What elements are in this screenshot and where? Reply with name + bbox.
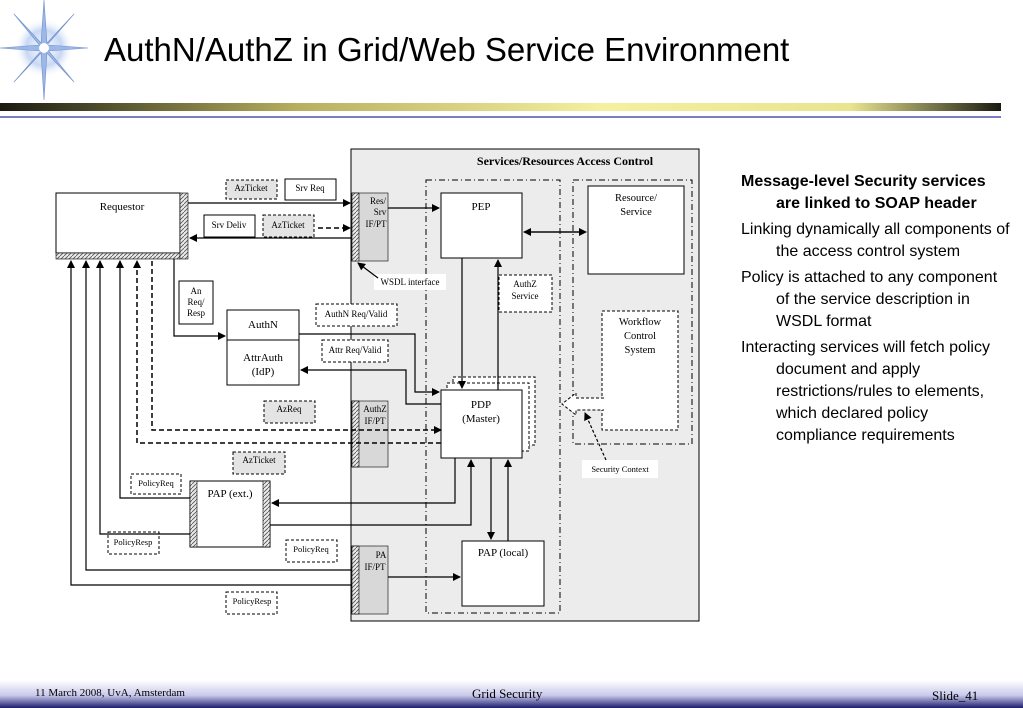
workflow-label-1: Workflow (619, 317, 662, 328)
workflow-control-box (601, 310, 679, 431)
pap-ext-label: PAP (ext.) (207, 488, 252, 500)
policy-req-token-1 (130, 473, 182, 495)
bullet-4: Interacting services will fetch policy d… (741, 339, 990, 444)
resource-service-box (587, 185, 685, 275)
authn-box (226, 309, 300, 386)
pep-box (440, 192, 523, 259)
bullet-3: Policy is attached to any component of t… (741, 269, 998, 330)
pdp-label-1: PDP (471, 399, 491, 411)
res-srv-label-2: Srv (374, 207, 387, 217)
attrauth-label-1: AttrAuth (243, 352, 283, 364)
access-control-diagram: Services/Resources Access Control Reques… (55, 148, 700, 622)
an-req-resp-1: An (191, 286, 202, 296)
pdp-label-2: (Master) (462, 413, 500, 425)
authz-service-box (498, 274, 553, 313)
azticket-token-2 (262, 214, 315, 238)
attrauth-label-2: (IdP) (252, 366, 275, 378)
resource-label-2: Service (620, 207, 652, 218)
authz-service-2: Service (512, 291, 539, 301)
pap-local-label: PAP (local) (478, 547, 529, 559)
azreq-token (263, 400, 316, 424)
bullet-1: Message-level Security services are link… (741, 173, 986, 212)
an-req-resp-token (178, 280, 214, 325)
footer-date: 11 March 2008, UvA, Amsterdam (35, 687, 185, 699)
policy-resp-token-2 (225, 591, 278, 615)
wsdl-interface-label: WSDL interface (381, 277, 440, 287)
azticket-token-3 (232, 451, 286, 475)
policy-resp-label-1: PolicyResp (114, 537, 153, 547)
srv-req-token (284, 178, 337, 201)
srv-deliv-label: Srv Deliv (212, 220, 247, 230)
azticket-label-2: AzTicket (271, 220, 305, 230)
srv-req-label: Srv Req (295, 183, 325, 193)
bullet-2: Linking dynamically all components of th… (741, 221, 1010, 260)
footer-slide-number: Slide_41 (932, 688, 979, 703)
pa-ifpt-2: IF/PT (364, 562, 386, 572)
resource-region (572, 179, 693, 445)
requestor-box (55, 192, 181, 254)
pdp-master-box (440, 389, 523, 459)
workflow-to-pdp-arrow (561, 391, 604, 417)
footer: 11 March 2008, UvA, Amsterdam Grid Secur… (0, 680, 1023, 708)
policy-resp-token-1 (107, 531, 160, 555)
resource-label-1: Resource/ (615, 193, 657, 204)
security-context-label: Security Context (591, 464, 649, 474)
azticket-token-1 (225, 179, 278, 200)
authz-ifpt-2: IF/PT (364, 416, 386, 426)
star-logo (0, 0, 89, 101)
wsdl-interface-label-box (374, 274, 446, 290)
attr-req-valid-label: Attr Req/Valid (329, 345, 382, 355)
workflow-label-2: Control (624, 331, 656, 342)
azreq-label: AzReq (277, 404, 302, 414)
security-context-label-box (582, 460, 658, 478)
pep-pdp-region (425, 179, 561, 614)
authn-req-valid-token (315, 303, 398, 327)
res-srv-label-3: IF/PT (365, 219, 387, 229)
azticket-label-1: AzTicket (234, 183, 268, 193)
srv-deliv-token (203, 214, 256, 238)
pa-ifpt-1: PA (376, 550, 387, 560)
pap-local-box (461, 540, 545, 607)
authz-ifpt-1: AuthZ (363, 404, 387, 414)
dashed-flows (133, 224, 442, 444)
footer-topic: Grid Security (472, 686, 543, 701)
requestor-label: Requestor (100, 201, 145, 213)
an-req-resp-3: Resp (187, 308, 206, 318)
policy-req-token-2 (285, 539, 338, 563)
workflow-label-3: System (625, 345, 656, 356)
container-title: Services/Resources Access Control (477, 154, 654, 168)
authz-service-1: AuthZ (513, 279, 537, 289)
attr-req-valid-token (321, 339, 389, 363)
azticket-label-3: AzTicket (242, 455, 276, 465)
res-srv-label-1: Res/ (370, 196, 387, 206)
policy-resp-label-2: PolicyResp (233, 596, 272, 606)
bullet-list: Message-level Security services are link… (741, 171, 1011, 451)
pep-label: PEP (472, 201, 491, 213)
policy-req-label-2: PolicyReq (293, 544, 329, 554)
authn-req-valid-label: AuthN Req/Valid (325, 309, 388, 319)
an-req-resp-2: Req/ (188, 297, 205, 307)
policy-req-label-1: PolicyReq (138, 478, 174, 488)
title-bar (0, 103, 1001, 118)
authn-label: AuthN (248, 319, 278, 331)
slide-title: AuthN/AuthZ in Grid/Web Service Environm… (104, 31, 790, 68)
connectors (67, 199, 607, 586)
